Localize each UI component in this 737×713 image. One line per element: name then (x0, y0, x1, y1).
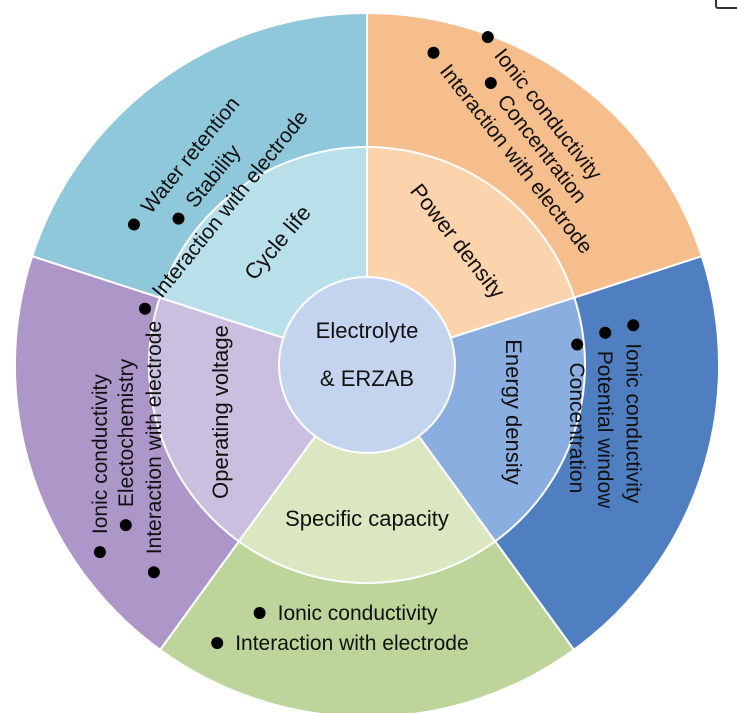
bullet-item-energy-density: Concentration (565, 338, 588, 494)
center-title-line1: Electrolyte (316, 318, 419, 343)
bullet-dot-icon (127, 218, 140, 231)
bullet-text: Potential window (593, 351, 616, 509)
bullet-text: Electochemistry (115, 358, 138, 507)
sector-label-specific-capacity: Specific capacity (285, 506, 449, 531)
bullet-item-operating-voltage: Interaction with electrode (143, 321, 166, 579)
bullet-dot-icon (253, 607, 266, 619)
sector-label-energy-density: Energy density (501, 339, 526, 485)
bullet-dot-icon (119, 519, 132, 532)
bullet-text: Ionic conductivity (89, 374, 112, 534)
center-hub (278, 276, 456, 454)
bullet-dot-icon (93, 546, 106, 559)
bullet-dot-icon (481, 31, 494, 44)
window-corner-mark (715, 0, 737, 9)
bullet-item-operating-voltage: Ionic conductivity (89, 374, 112, 559)
bullet-dot-icon (138, 302, 151, 315)
bullet-item-specific-capacity: Interaction with electrode (211, 632, 469, 655)
inner-sector-energy-density (237, 363, 497, 584)
bullet-dot-icon (147, 566, 160, 579)
bullet-text: Ionic conductivity (621, 343, 644, 503)
bullet-dot-icon (599, 326, 612, 339)
bullet-item-specific-capacity: Ionic conductivity (253, 602, 438, 625)
bullet-text: Interaction with electrode (235, 632, 468, 655)
bullet-dot-icon (484, 77, 497, 90)
bullet-text: Ionic conductivity (278, 602, 438, 625)
bullet-text: Concentration (565, 363, 588, 494)
bullet-dot-icon (571, 338, 584, 351)
center-title-line2: & ERZAB (320, 366, 414, 391)
bullet-dot-icon (627, 319, 640, 332)
bullet-dot-icon (172, 212, 185, 225)
bullet-item-operating-voltage: Electochemistry (115, 358, 138, 532)
sector-label-operating-voltage: Operating voltage (208, 325, 233, 499)
bullet-item-energy-density: Ionic conductivity (621, 319, 644, 504)
bullet-text: Interaction with electrode (143, 321, 166, 554)
bullet-dot-icon (211, 637, 224, 649)
bullet-dot-icon (427, 46, 440, 59)
bullet-item-energy-density: Potential window (593, 326, 616, 509)
